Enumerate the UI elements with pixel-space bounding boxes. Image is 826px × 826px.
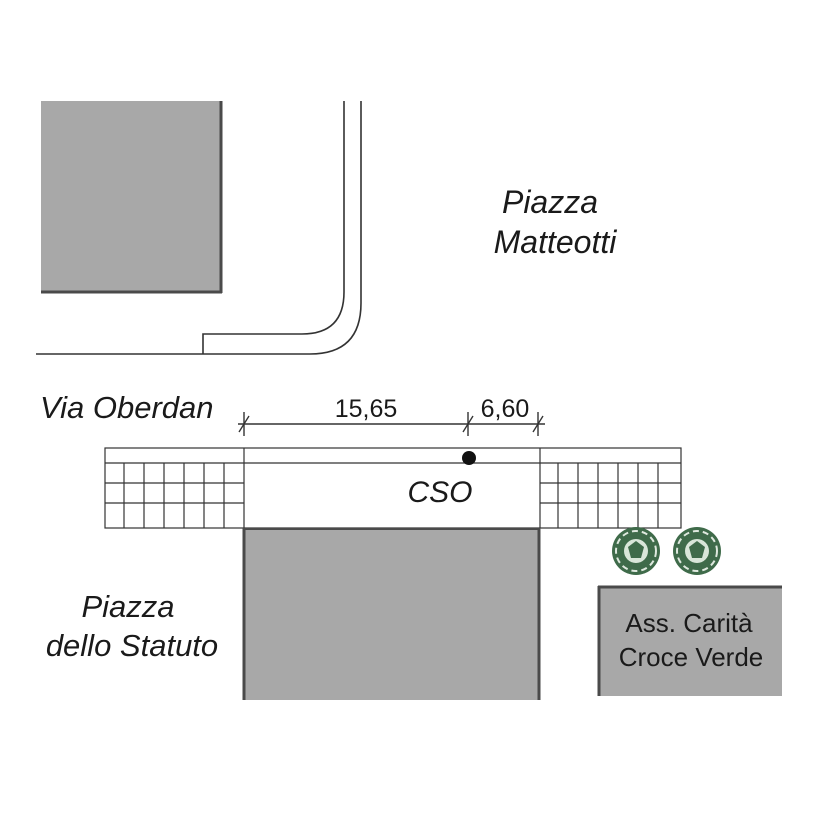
- paving-grid-right: [540, 463, 681, 528]
- building-label-line2: Croce Verde: [619, 642, 764, 672]
- building-label-line1: Ass. Carità: [625, 608, 753, 638]
- square-label-north-line1: Piazza: [502, 184, 598, 220]
- sidewalk: [104, 447, 682, 529]
- building-northwest: [41, 101, 223, 294]
- paving-grid-left: [105, 463, 244, 528]
- dimension-right: 6,60: [481, 395, 530, 423]
- street-label: Via Oberdan: [40, 390, 214, 425]
- curb-outline: [36, 101, 362, 355]
- station-label: CSO: [407, 476, 472, 509]
- square-label-north-line2: Matteotti: [494, 224, 618, 260]
- square-label-south-line2: dello Statuto: [46, 628, 218, 663]
- building-center: [242, 528, 541, 700]
- dimension-line: [238, 412, 545, 436]
- square-label-south-line1: Piazza: [81, 589, 174, 624]
- dimension-left: 15,65: [335, 395, 398, 423]
- station-marker: [462, 451, 476, 465]
- building-croce-verde: [597, 585, 782, 696]
- tree-icon: [612, 527, 660, 575]
- tree-icon: [673, 527, 721, 575]
